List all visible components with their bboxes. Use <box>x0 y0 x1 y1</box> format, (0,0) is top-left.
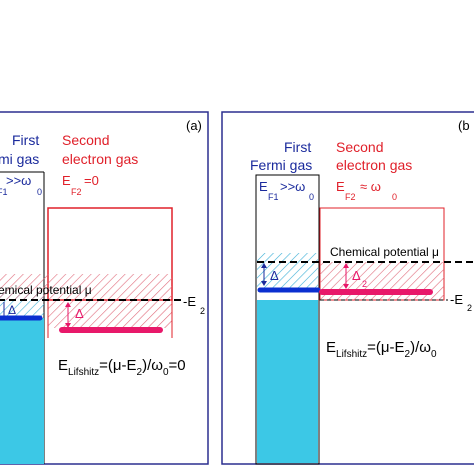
panel-b-e2-sub: 2 <box>467 303 472 313</box>
panel-b-ef1: E <box>259 179 268 194</box>
panel-a-lifshitz: ELifshitz=(μ-E2)/ω0=0 <box>58 357 186 378</box>
panel-a-second-gas-line2: electron gas <box>62 151 138 167</box>
panel-b-first-gas-line2: Fermi gas <box>250 157 312 173</box>
panel-b-delta1-arrow-down <box>261 281 267 286</box>
panel-b-first-gas-line1: First <box>284 139 311 155</box>
panel-b-ef2-relation: ≈ ω <box>360 179 381 194</box>
panel-b-ef2-sub2: 0 <box>392 192 397 202</box>
panel-a-delta2: Δ <box>75 306 84 321</box>
panel-a-e2-label: -E <box>183 294 196 309</box>
panel-a-cyan-fill <box>0 318 44 464</box>
panel-b-second-gas-line2: electron gas <box>336 157 412 173</box>
panel-b-delta2-arrow-up <box>343 263 349 268</box>
panel-b-lifshitz: ELifshitz=(μ-E2)/ω0 <box>326 339 437 360</box>
panel-a-first-gas-line2: mi gas <box>0 151 39 167</box>
panel-b-e2-label: -E <box>450 292 463 307</box>
panel-a-label: (a) <box>186 118 202 133</box>
panel-a-first-gas-line1: First <box>12 132 39 148</box>
panel-b-delta1-arrow-up <box>261 263 267 268</box>
panel-a-delta2-arrow-up <box>65 302 71 307</box>
panel-b-ef1-sub: F1 <box>268 192 279 202</box>
panel-b-second-gas-line1: Second <box>336 139 383 155</box>
panel-a-fermi-sub2: 0 <box>37 187 42 197</box>
panel-b-delta2-arrow-down <box>343 284 349 289</box>
panel-b-chem-potential: Chemical potential μ <box>330 245 439 259</box>
panel-a: (a) First mi gas >>ω F1 0 Second electro… <box>0 111 209 465</box>
panel-a-delta1: Δ <box>8 303 16 317</box>
panel-b: (b First Fermi gas E F1 >>ω 0 Second ele… <box>221 111 474 465</box>
panel-b-label: (b <box>458 118 470 133</box>
panel-a-ef2-sub: F2 <box>71 187 82 197</box>
panel-b-ef1-sub2: 0 <box>309 192 314 202</box>
panel-a-frame <box>0 111 209 465</box>
panel-b-first-box <box>255 174 320 465</box>
panel-a-chem-potential: emical potential μ <box>0 283 92 297</box>
panel-b-frame <box>221 111 474 465</box>
panel-b-delta1: Δ <box>270 268 279 283</box>
panel-a-fermi-relation: >>ω <box>6 173 31 188</box>
panel-a-fermi-sub1: F1 <box>0 187 8 197</box>
panel-b-cyan-hatch <box>257 253 318 289</box>
panel-a-e2-sub: 2 <box>200 306 205 316</box>
panel-a-red-hatch <box>0 274 172 300</box>
panel-b-ef2-sub: F2 <box>345 192 356 202</box>
panel-b-delta2-sub: 2 <box>362 279 367 289</box>
panel-a-ef2: E <box>62 173 71 188</box>
panel-b-ef2: E <box>336 179 345 194</box>
panel-a-second-gas-line1: Second <box>62 132 109 148</box>
panel-b-cyan-fill <box>257 300 318 463</box>
panel-a-delta2-arrow-down <box>65 323 71 328</box>
panel-a-ef2-value: =0 <box>84 173 99 188</box>
panel-b-delta2: Δ <box>352 268 361 283</box>
panel-b-ef1-relation: >>ω <box>280 179 305 194</box>
